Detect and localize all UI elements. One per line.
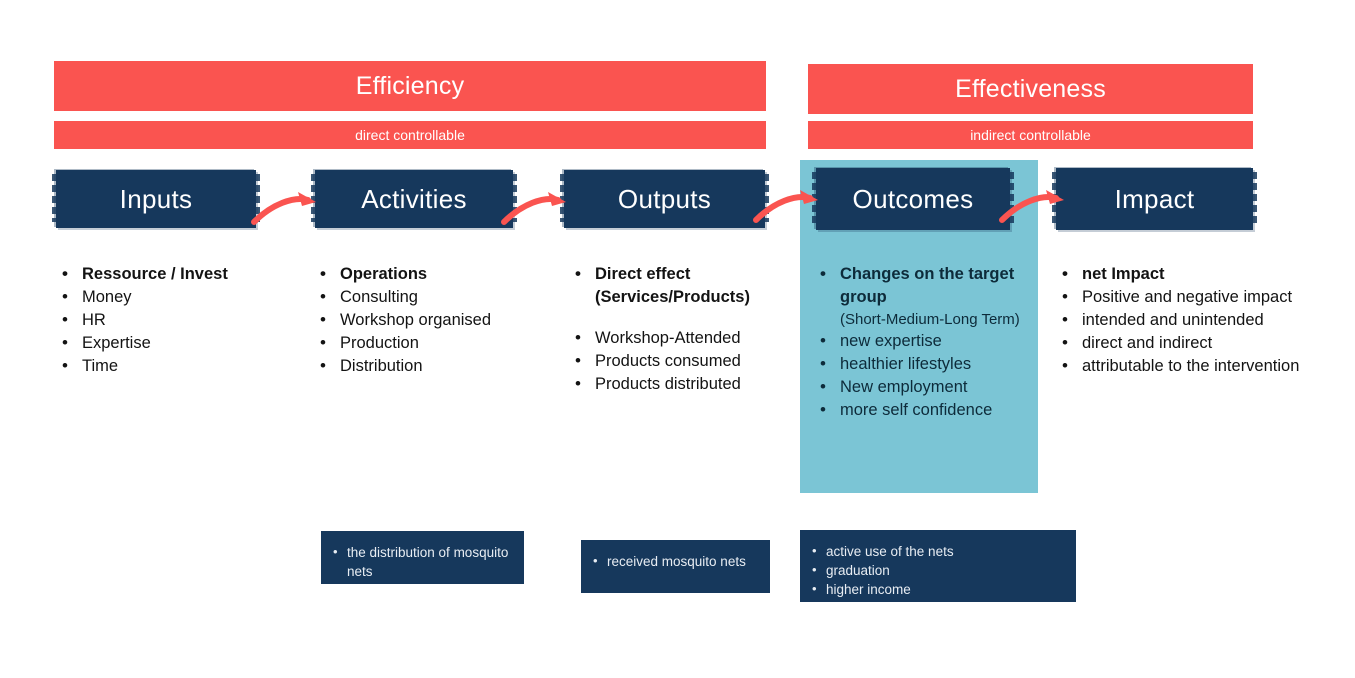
bullet-list: Direct effect (Services/Products) Worksho… [573,262,798,396]
bullet-list: OperationsConsultingWorkshop organisedPr… [318,262,563,378]
list-item-note: (Short-Medium-Long Term) [840,311,1020,328]
list-item: direct and indirect [1060,331,1350,355]
note-list: active use of the netsgraduationhigher i… [812,541,1062,599]
note-list: received mosquito nets [593,551,756,571]
list-item: Direct effect (Services/Products) [573,262,798,309]
list-item: Positive and negative impact [1060,285,1350,309]
list-item: Products consumed [573,349,798,373]
list-impact: net ImpactPositive and negative impactin… [1060,262,1350,378]
list-outcomes: Changes on the target group(Short-Medium… [818,262,1043,422]
list-item: Ressource / Invest [60,262,295,286]
list-item: higher income [812,579,1062,599]
bullet-list: net ImpactPositive and negative impactin… [1060,262,1350,378]
banner-indirect-controllable: indirect controllable [808,121,1253,149]
list-item: Changes on the target group(Short-Medium… [818,262,1043,330]
list-inputs: Ressource / InvestMoneyHRExpertiseTime [60,262,295,378]
bullet-list: Ressource / InvestMoneyHRExpertiseTime [60,262,295,378]
list-item: Time [60,354,295,378]
banner-efficiency: Efficiency [54,61,766,111]
list-item: intended and unintended [1060,308,1350,332]
list-outputs: Direct effect (Services/Products) Worksho… [573,262,798,396]
list-item: Money [60,285,295,309]
list-item: the distribution of mosquito nets [333,542,510,581]
list-item: active use of the nets [812,541,1062,561]
list-item: healthier lifestyles [818,352,1043,376]
list-item: Workshop organised [318,308,563,332]
list-item: HR [60,308,295,332]
stage-box-outcomes[interactable]: Outcomes [812,168,1014,230]
stage-box-impact[interactable]: Impact [1052,168,1257,230]
note-box-activities: the distribution of mosquito nets [321,531,524,584]
list-item: attributable to the intervention [1060,354,1350,378]
note-box-outputs: received mosquito nets [581,540,770,593]
list-item: graduation [812,560,1062,580]
list-activities: OperationsConsultingWorkshop organisedPr… [318,262,563,378]
list-item: new expertise [818,329,1043,353]
list-item: Workshop-Attended [573,326,798,350]
note-list: the distribution of mosquito nets [333,542,510,581]
list-item: Products distributed [573,372,798,396]
banner-direct-controllable: direct controllable [54,121,766,149]
stage-box-outputs[interactable]: Outputs [560,170,769,228]
stage-box-inputs[interactable]: Inputs [52,170,260,228]
list-item: Production [318,331,563,355]
note-box-outcomes: active use of the netsgraduationhigher i… [800,530,1076,602]
stage-box-activities[interactable]: Activities [311,170,517,228]
list-item: received mosquito nets [593,551,756,571]
list-item: Distribution [318,354,563,378]
list-item: Expertise [60,331,295,355]
banner-effectiveness: Effectiveness [808,64,1253,114]
list-item: Operations [318,262,563,286]
list-item: Consulting [318,285,563,309]
bullet-list: Changes on the target group(Short-Medium… [818,262,1043,422]
list-item: more self confidence [818,398,1043,422]
list-item: net Impact [1060,262,1350,286]
list-item: New employment [818,375,1043,399]
